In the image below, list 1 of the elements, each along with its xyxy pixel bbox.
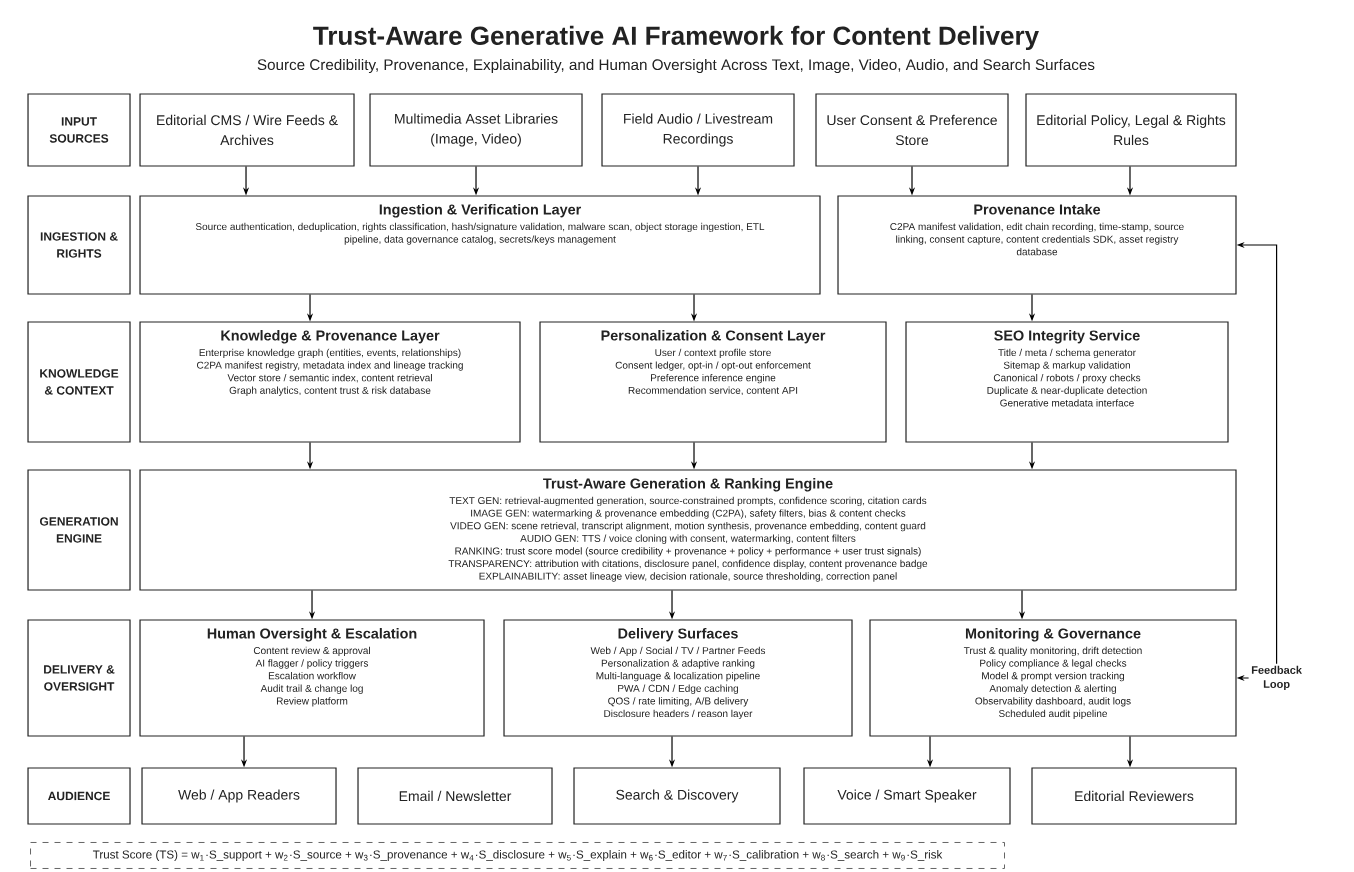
title: Trust-Aware Generative AI Framework for Content Delivery	[313, 25, 1039, 51]
